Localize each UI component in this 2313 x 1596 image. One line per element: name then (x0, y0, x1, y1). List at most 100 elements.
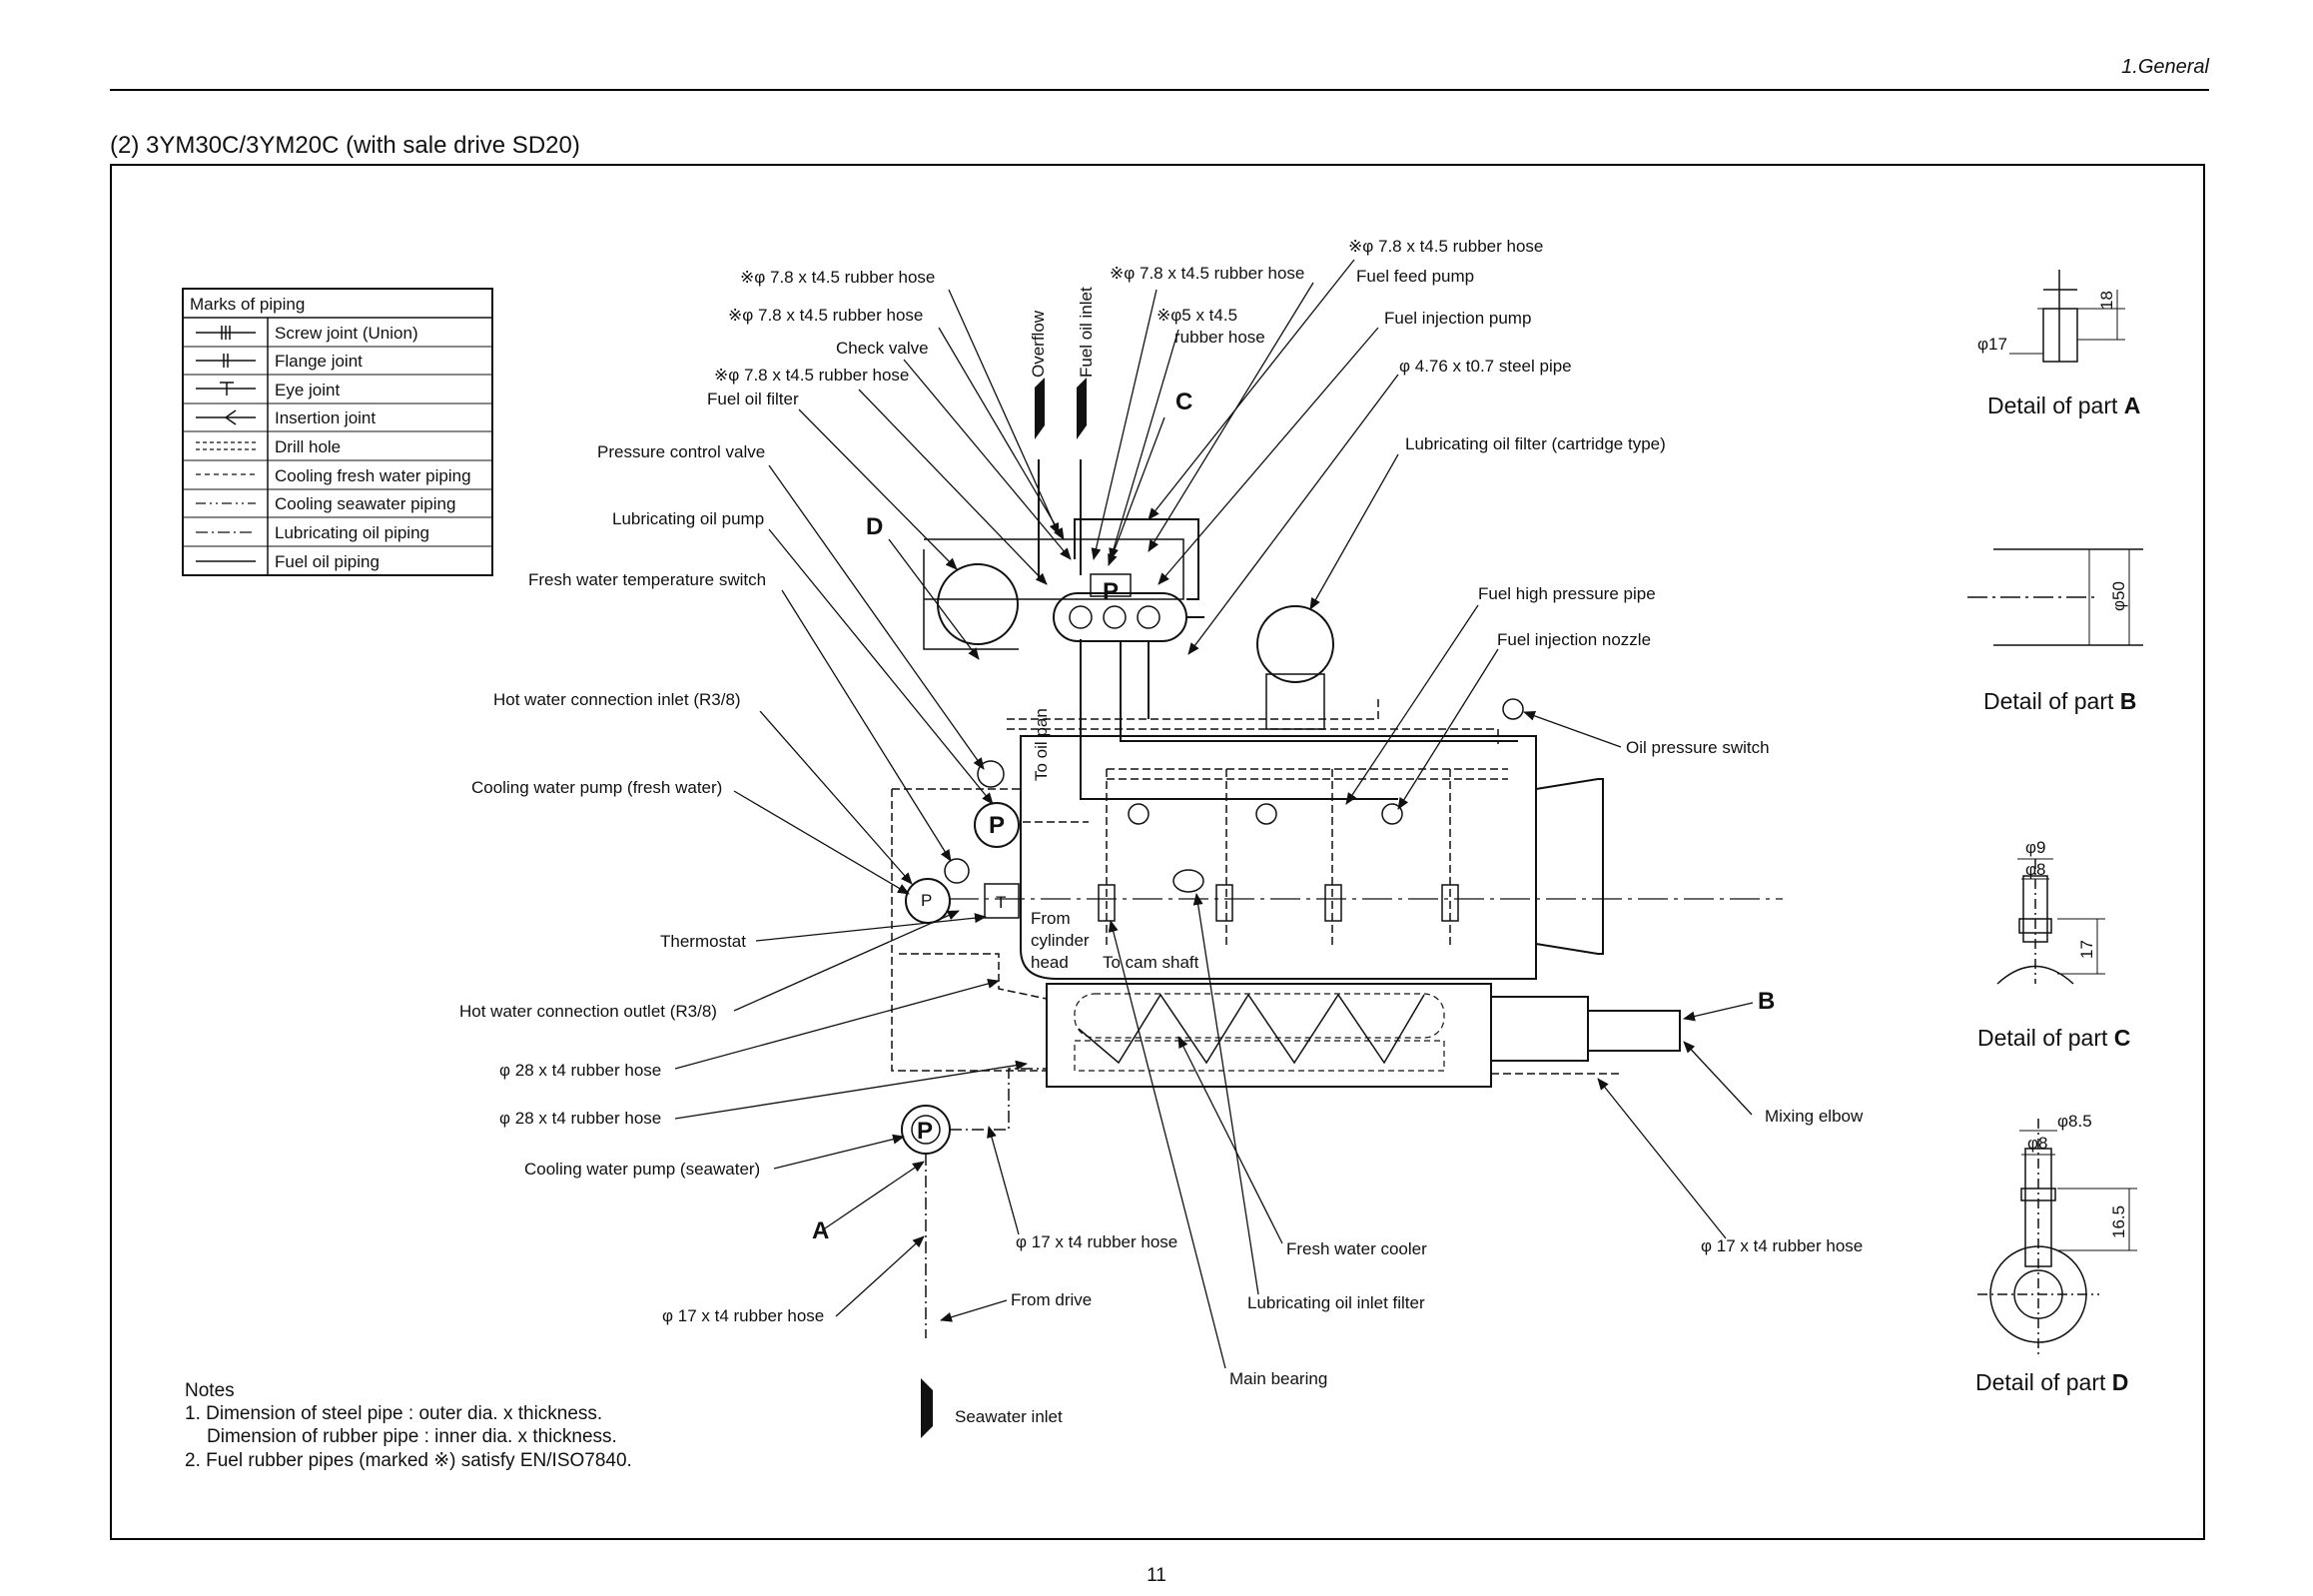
label-fuel-oil-inlet: Fuel oil inlet (1077, 287, 1096, 378)
label-rubber-hose: ※φ 7.8 x t4.5 rubber hose (1110, 264, 1304, 283)
label-fresh-water-temp-switch: Fresh water temperature switch (528, 570, 766, 589)
section-title: (2) 3YM30C/3YM20C (with sale drive SD20) (110, 132, 580, 159)
label-lube-filter-cartridge: Lubricating oil filter (cartridge type) (1405, 434, 1666, 453)
detail-d-dim-inner: φ8 (2027, 1134, 2047, 1153)
page-number: 11 (1147, 1565, 1166, 1586)
detail-d-dim-len: 16.5 (2109, 1205, 2128, 1238)
label-fuel-injection-pump: Fuel injection pump (1384, 309, 1531, 328)
label-hose-17: φ 17 x t4 rubber hose (662, 1306, 824, 1325)
header-rule (110, 89, 2209, 91)
mark-c: C (1175, 389, 1192, 415)
internal-piping (891, 699, 1623, 1075)
label-fuel-feed-pump: Fuel feed pump (1356, 267, 1474, 286)
flange-joint-symbol (196, 354, 256, 368)
legend-row: Lubricating oil piping (275, 523, 429, 542)
detail-d-title: Detail of part D (1975, 1369, 2128, 1395)
label-fuel-high-pressure-pipe: Fuel high pressure pipe (1478, 584, 1656, 603)
chapter-header: 1.General (2121, 56, 2209, 78)
detail-c-dim-outer: φ9 (2025, 838, 2045, 857)
label-pressure-control-valve: Pressure control valve (597, 442, 765, 461)
label-mixing-elbow: Mixing elbow (1765, 1107, 1864, 1126)
detail-b-dim: φ50 (2109, 581, 2128, 611)
detail-a-dim-dia: φ17 (1977, 335, 2007, 354)
seawater-piping (925, 1068, 1047, 1338)
insertion-joint-symbol (196, 409, 256, 425)
legend-row: Cooling seawater piping (275, 494, 455, 513)
label-rubber-hose: ※φ 7.8 x t4.5 rubber hose (1348, 237, 1543, 256)
mark-b: B (1758, 988, 1775, 1015)
legend-row: Fuel oil piping (275, 552, 380, 571)
detail-b-title: Detail of part B (1983, 688, 2136, 714)
detail-c-dim-inner: φ8 (2025, 860, 2045, 879)
label-rubber-hose-5b: rubber hose (1174, 328, 1265, 347)
detail-a-drawing (2009, 270, 2125, 363)
label-lube-oil-pump: Lubricating oil pump (612, 509, 764, 528)
label-rubber-hose: ※φ 7.8 x t4.5 rubber hose (740, 268, 935, 287)
piping-legend (182, 288, 493, 576)
legend-row: Flange joint (275, 352, 363, 371)
label-fuel-oil-filter: Fuel oil filter (707, 390, 799, 408)
label-hot-water-outlet: Hot water connection outlet (R3/8) (459, 1002, 717, 1021)
label-rubber-hose: ※φ 7.8 x t4.5 rubber hose (714, 366, 909, 385)
notes-title: Notes (185, 1380, 235, 1401)
pump-label: P (917, 1118, 933, 1145)
label-hose-28: φ 28 x t4 rubber hose (499, 1109, 661, 1128)
label-fuel-injection-nozzle: Fuel injection nozzle (1497, 630, 1651, 649)
label-fresh-water-cooler: Fresh water cooler (1286, 1239, 1427, 1258)
label-from-drive: From drive (1011, 1290, 1092, 1309)
notes-line: 2. Fuel rubber pipes (marked ※) satisfy … (185, 1450, 632, 1471)
pump-label: P (1103, 578, 1119, 605)
label-hose-17: φ 17 x t4 rubber hose (1016, 1232, 1177, 1251)
label-hose-28: φ 28 x t4 rubber hose (499, 1061, 661, 1080)
screw-joint-symbol (196, 326, 256, 340)
legend-row: Cooling fresh water piping (275, 466, 471, 485)
pump-label: P (921, 891, 932, 910)
label-to-oil-pan: To oil pan (1032, 708, 1051, 781)
legend-row: Eye joint (275, 381, 340, 399)
detail-c-drawing (1996, 858, 2105, 985)
detail-a-title: Detail of part A (1987, 393, 2140, 418)
pump-label: P (989, 812, 1005, 839)
label-oil-pressure-switch: Oil pressure switch (1626, 738, 1770, 757)
drill-hole-symbol (196, 441, 256, 450)
diagram-frame (110, 164, 2205, 1540)
legend-row: Screw joint (Union) (275, 324, 418, 343)
notes-line: 1. Dimension of steel pipe : outer dia. … (185, 1403, 602, 1424)
label-check-valve: Check valve (836, 339, 929, 358)
mark-a: A (812, 1217, 829, 1244)
engine-block (901, 538, 1783, 1155)
label-to-cam-shaft: To cam shaft (1103, 953, 1199, 972)
mark-d: D (866, 513, 883, 540)
thermostat-label: T (996, 893, 1006, 912)
label-steel-pipe: φ 4.76 x t0.7 steel pipe (1399, 357, 1572, 376)
leader-lines (674, 259, 1754, 1369)
label-cylinder: cylinder (1031, 931, 1090, 950)
detail-d-dim-outer: φ8.5 (2057, 1112, 2092, 1131)
label-overflow: Overflow (1029, 310, 1048, 378)
label-seawater-inlet: Seawater inlet (955, 1407, 1063, 1426)
notes-line: Dimension of rubber pipe : inner dia. x … (207, 1426, 617, 1447)
label-head: head (1031, 953, 1069, 972)
fuel-inlet-arrows (921, 378, 1087, 1438)
detail-c-title: Detail of part C (1977, 1025, 2130, 1051)
detail-c-dim-len: 17 (2077, 940, 2096, 959)
legend-row: Drill hole (275, 437, 341, 456)
label-from: From (1031, 909, 1071, 928)
label-cooling-pump-fresh: Cooling water pump (fresh water) (471, 778, 722, 797)
label-lube-inlet-filter: Lubricating oil inlet filter (1247, 1293, 1425, 1312)
label-main-bearing: Main bearing (1229, 1369, 1327, 1388)
label-hot-water-inlet: Hot water connection inlet (R3/8) (493, 690, 741, 709)
label-hose-17: φ 17 x t4 rubber hose (1701, 1236, 1863, 1255)
legend-row: Insertion joint (275, 408, 376, 427)
legend-title: Marks of piping (190, 295, 305, 314)
detail-b-drawing (1967, 548, 2143, 646)
fuel-piping (1038, 459, 1518, 800)
label-thermostat: Thermostat (660, 932, 746, 951)
detail-d-drawing (1977, 1119, 2137, 1358)
label-cooling-pump-sea: Cooling water pump (seawater) (524, 1160, 760, 1179)
detail-a-dim-len: 18 (2097, 291, 2116, 310)
label-rubber-hose: ※φ 7.8 x t4.5 rubber hose (728, 306, 923, 325)
eye-joint-symbol (196, 382, 256, 396)
label-rubber-hose-5: ※φ5 x t4.5 (1156, 306, 1237, 325)
